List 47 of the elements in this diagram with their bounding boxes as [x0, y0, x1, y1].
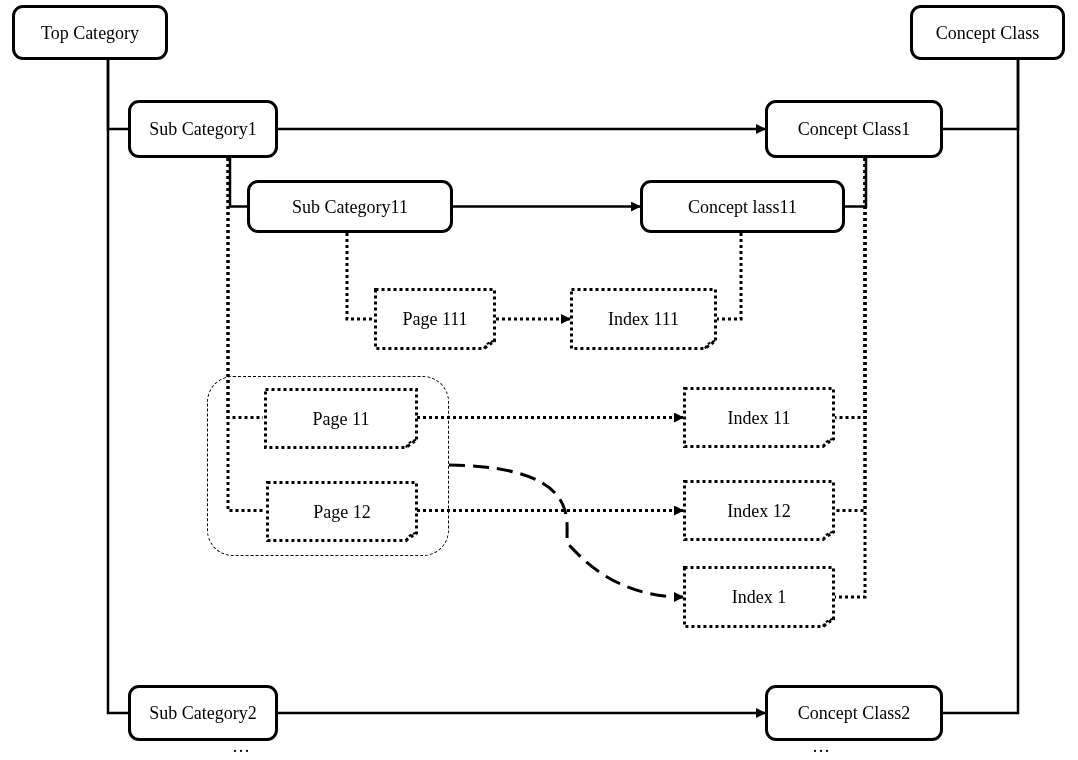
connector-line	[106, 60, 128, 715]
node-label: Page 12	[312, 501, 372, 522]
node-label: Sub Category2	[148, 702, 258, 724]
node-label: Concept Class2	[796, 702, 912, 724]
arrow	[417, 505, 684, 516]
process-box	[765, 100, 943, 158]
arrow	[448, 463, 684, 602]
node-label: Index 1	[730, 586, 788, 608]
process-box	[640, 180, 845, 233]
process-box	[247, 180, 453, 233]
document-box	[264, 388, 418, 449]
arrow	[278, 708, 766, 718]
connector-line	[717, 233, 743, 321]
connector-line	[943, 60, 1020, 715]
document-box	[683, 480, 835, 541]
process-box	[910, 5, 1065, 60]
arrow	[453, 201, 641, 212]
arrow	[496, 314, 571, 324]
document-box	[266, 481, 418, 542]
arrow	[417, 412, 684, 423]
ellipsis-text: …	[812, 736, 830, 757]
connector-line	[226, 158, 265, 512]
node-label: Index 111	[606, 308, 681, 330]
document-box	[570, 288, 717, 350]
node-label: Sub Category11	[291, 196, 409, 217]
document-box	[683, 387, 835, 448]
process-box	[765, 685, 943, 741]
node-label: Concept Class1	[796, 118, 912, 140]
ellipsis-text: …	[232, 736, 250, 757]
node-label: Index 11	[726, 407, 792, 428]
connector-line	[345, 233, 374, 321]
node-label: Page 111	[401, 308, 469, 330]
node-label: Concept lass11	[687, 196, 798, 217]
connector-line	[845, 158, 868, 208]
arrow	[278, 124, 766, 134]
process-box	[12, 5, 168, 60]
process-box	[128, 100, 278, 158]
node-label: Sub Category1	[148, 118, 258, 140]
node-label: Index 12	[726, 500, 792, 521]
document-box	[683, 566, 835, 628]
node-label: Top Category	[39, 22, 141, 43]
document-box	[374, 288, 496, 350]
connector-line	[228, 158, 247, 208]
group-box	[207, 376, 449, 556]
process-box	[128, 685, 278, 741]
node-label: Concept Class	[934, 22, 1041, 43]
node-label: Page 11	[311, 408, 371, 429]
